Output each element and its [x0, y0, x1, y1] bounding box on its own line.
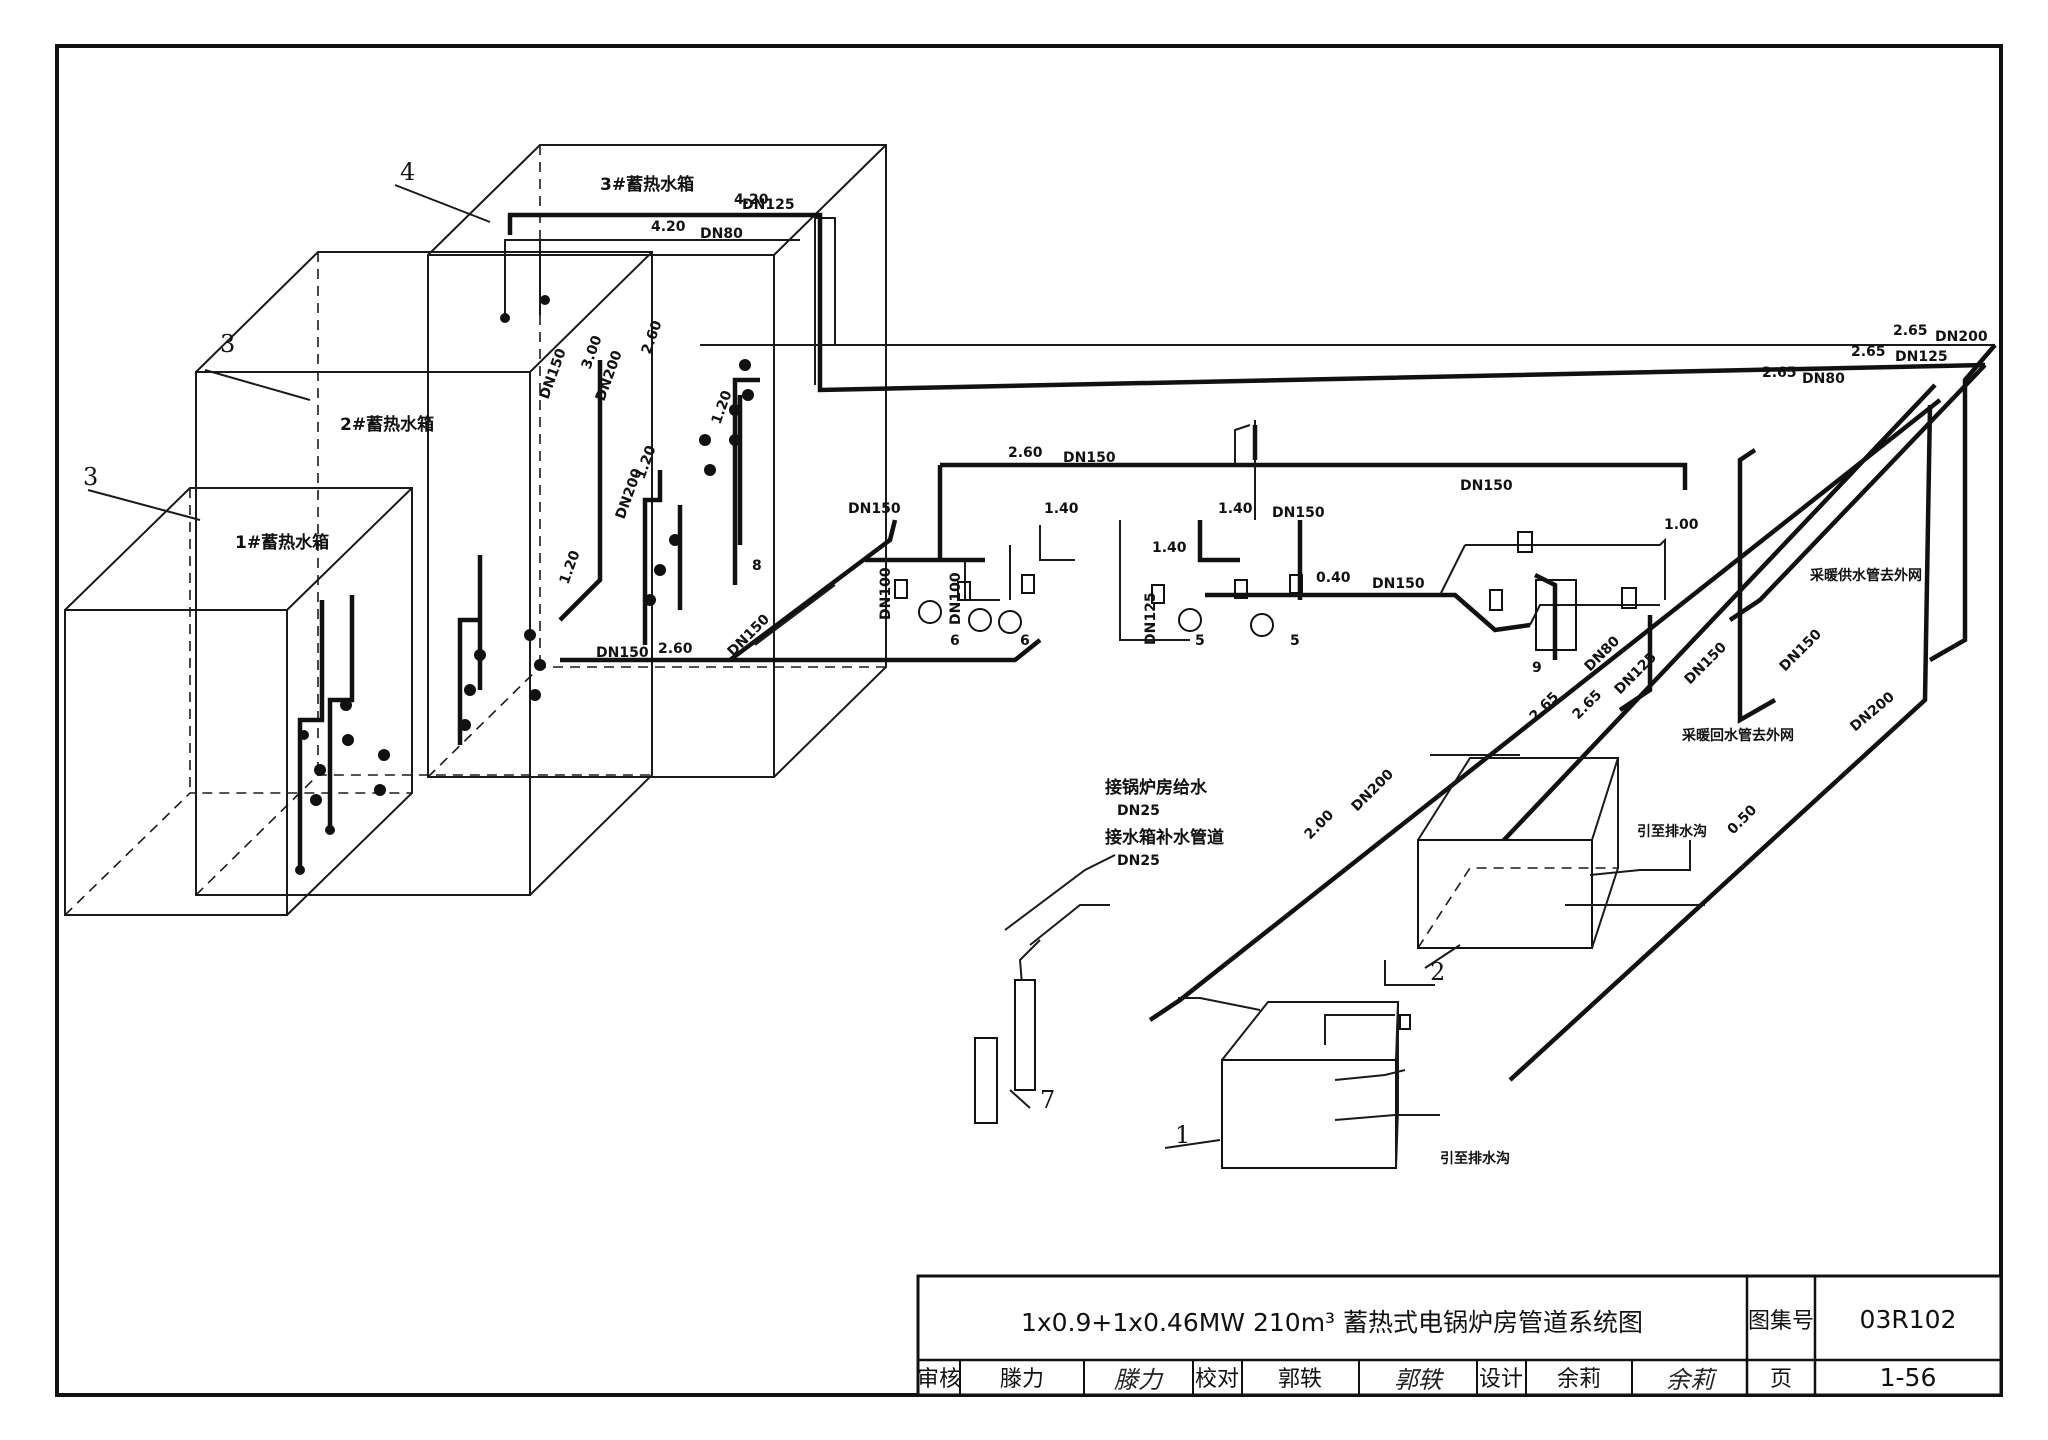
pipe-dn125-s: DN125 [1143, 592, 1159, 645]
el-140a: 1.40 [1044, 501, 1079, 517]
tank-3-label: 3#蓄热水箱 [600, 174, 694, 195]
check-signature: 郭轶 [1394, 1366, 1445, 1394]
el-260v: 2.60 [639, 318, 666, 356]
pipe-dn150-s: DN150 [848, 501, 901, 517]
pipe-dn150-b: DN150 [596, 645, 649, 661]
review-signature: 滕力 [1114, 1366, 1164, 1394]
tank-1-label: 1#蓄热水箱 [235, 532, 329, 553]
el-120b: 1.20 [633, 443, 660, 481]
pipe-dn150-m: DN150 [1372, 576, 1425, 592]
el-265d: 2.65 [1527, 689, 1563, 725]
pipe-dn100: DN100 [878, 567, 894, 620]
callout-3b: 3 [83, 463, 98, 491]
el-050: 0.50 [1725, 802, 1761, 838]
pipe-dn150-vert: DN150 [537, 346, 570, 401]
callout-6b: 6 [1020, 633, 1030, 649]
el-265c: 2.65 [1762, 365, 1797, 381]
pipe-dn150-h2: DN150 [1460, 478, 1513, 494]
el-420a: 4.20 [734, 192, 769, 208]
design-label: 设计 [1479, 1367, 1523, 1392]
design-name: 余莉 [1557, 1367, 1601, 1392]
pipe-dn125-d: DN125 [1612, 649, 1660, 697]
callout-4: 4 [400, 158, 415, 186]
review-name: 滕力 [1000, 1367, 1044, 1392]
pipe-dn150-s2: DN150 [1272, 505, 1325, 521]
tank-2 [195, 251, 653, 896]
tank-small-2 [1417, 839, 1593, 949]
review-label: 审核 [917, 1367, 961, 1392]
pipe-dn200-d: DN200 [1847, 689, 1898, 735]
pipe-dn100b: DN100 [948, 572, 964, 625]
tank-small-1 [1221, 1059, 1397, 1169]
el-140b: 1.40 [1218, 501, 1253, 517]
callout-7: 7 [1040, 1086, 1055, 1114]
atlas-number: 03R102 [1860, 1305, 1957, 1334]
page-number: 1-56 [1880, 1363, 1937, 1392]
note-tank-makeup: 接水箱补水管道 [1105, 827, 1224, 848]
callout-6a: 6 [950, 633, 960, 649]
callout-3a: 3 [220, 330, 235, 358]
tank-risers [295, 239, 760, 875]
note-supply-out: 采暖供水管去外网 [1809, 567, 1922, 584]
check-label: 校对 [1195, 1367, 1239, 1392]
el-420b: 4.20 [651, 219, 686, 235]
check-name: 郭轶 [1278, 1367, 1322, 1392]
page-label: 页 [1770, 1367, 1792, 1392]
callout-2: 2 [1430, 958, 1445, 986]
el-120c: 1.20 [557, 548, 584, 586]
el-260b: 2.60 [658, 641, 693, 657]
el-265e: 2.65 [1570, 687, 1606, 723]
drawing-frame [55, 44, 2003, 1397]
note-drain-2: 引至排水沟 [1440, 1150, 1510, 1167]
el-140c: 1.40 [1152, 540, 1187, 556]
callout-1: 1 [1175, 1121, 1190, 1149]
note-return-out: 采暖回水管去外网 [1681, 727, 1794, 744]
atlas-label: 图集号 [1748, 1309, 1814, 1334]
pipe-dn200-right: DN200 [1935, 329, 1988, 345]
pipe-dn80-right: DN80 [1802, 371, 1845, 387]
callout-5a: 5 [1195, 633, 1205, 649]
note-boiler-feed: 接锅炉房给水 [1105, 777, 1208, 798]
design-signature: 余莉 [1666, 1366, 1718, 1394]
callout-5b: 5 [1290, 633, 1300, 649]
pipe-dn150-h: DN150 [1063, 450, 1116, 466]
leader-lines [87, 184, 1461, 1149]
pipe-dn125-top: DN125 [742, 197, 795, 213]
pipe-dn25a: DN25 [1117, 803, 1160, 819]
pipe-dn150-d3: DN150 [1777, 626, 1826, 675]
tank-2-label: 2#蓄热水箱 [340, 414, 434, 435]
callout-8: 8 [752, 558, 762, 574]
callout-9: 9 [1532, 660, 1542, 676]
el-260h: 2.60 [1008, 445, 1043, 461]
el-040: 0.40 [1316, 570, 1351, 586]
pipe-dn200-d2: DN200 [1349, 766, 1398, 815]
el-200: 2.00 [1302, 807, 1338, 843]
note-drain-1: 引至排水沟 [1637, 823, 1707, 840]
drawing-title: 1x0.9+1x0.46MW 210m³ 蓄热式电锅炉房管道系统图 [1021, 1308, 1643, 1337]
tank-1 [64, 487, 413, 916]
el-100: 1.00 [1664, 517, 1699, 533]
el-265b: 2.65 [1851, 344, 1886, 360]
pump-group [728, 420, 1705, 1169]
pipe-dn125-right: DN125 [1895, 349, 1948, 365]
pipe-dn25b: DN25 [1117, 853, 1160, 869]
title-block [916, 1274, 2003, 1397]
pipe-dn80-top: DN80 [700, 226, 743, 242]
el-265a: 2.65 [1893, 323, 1928, 339]
